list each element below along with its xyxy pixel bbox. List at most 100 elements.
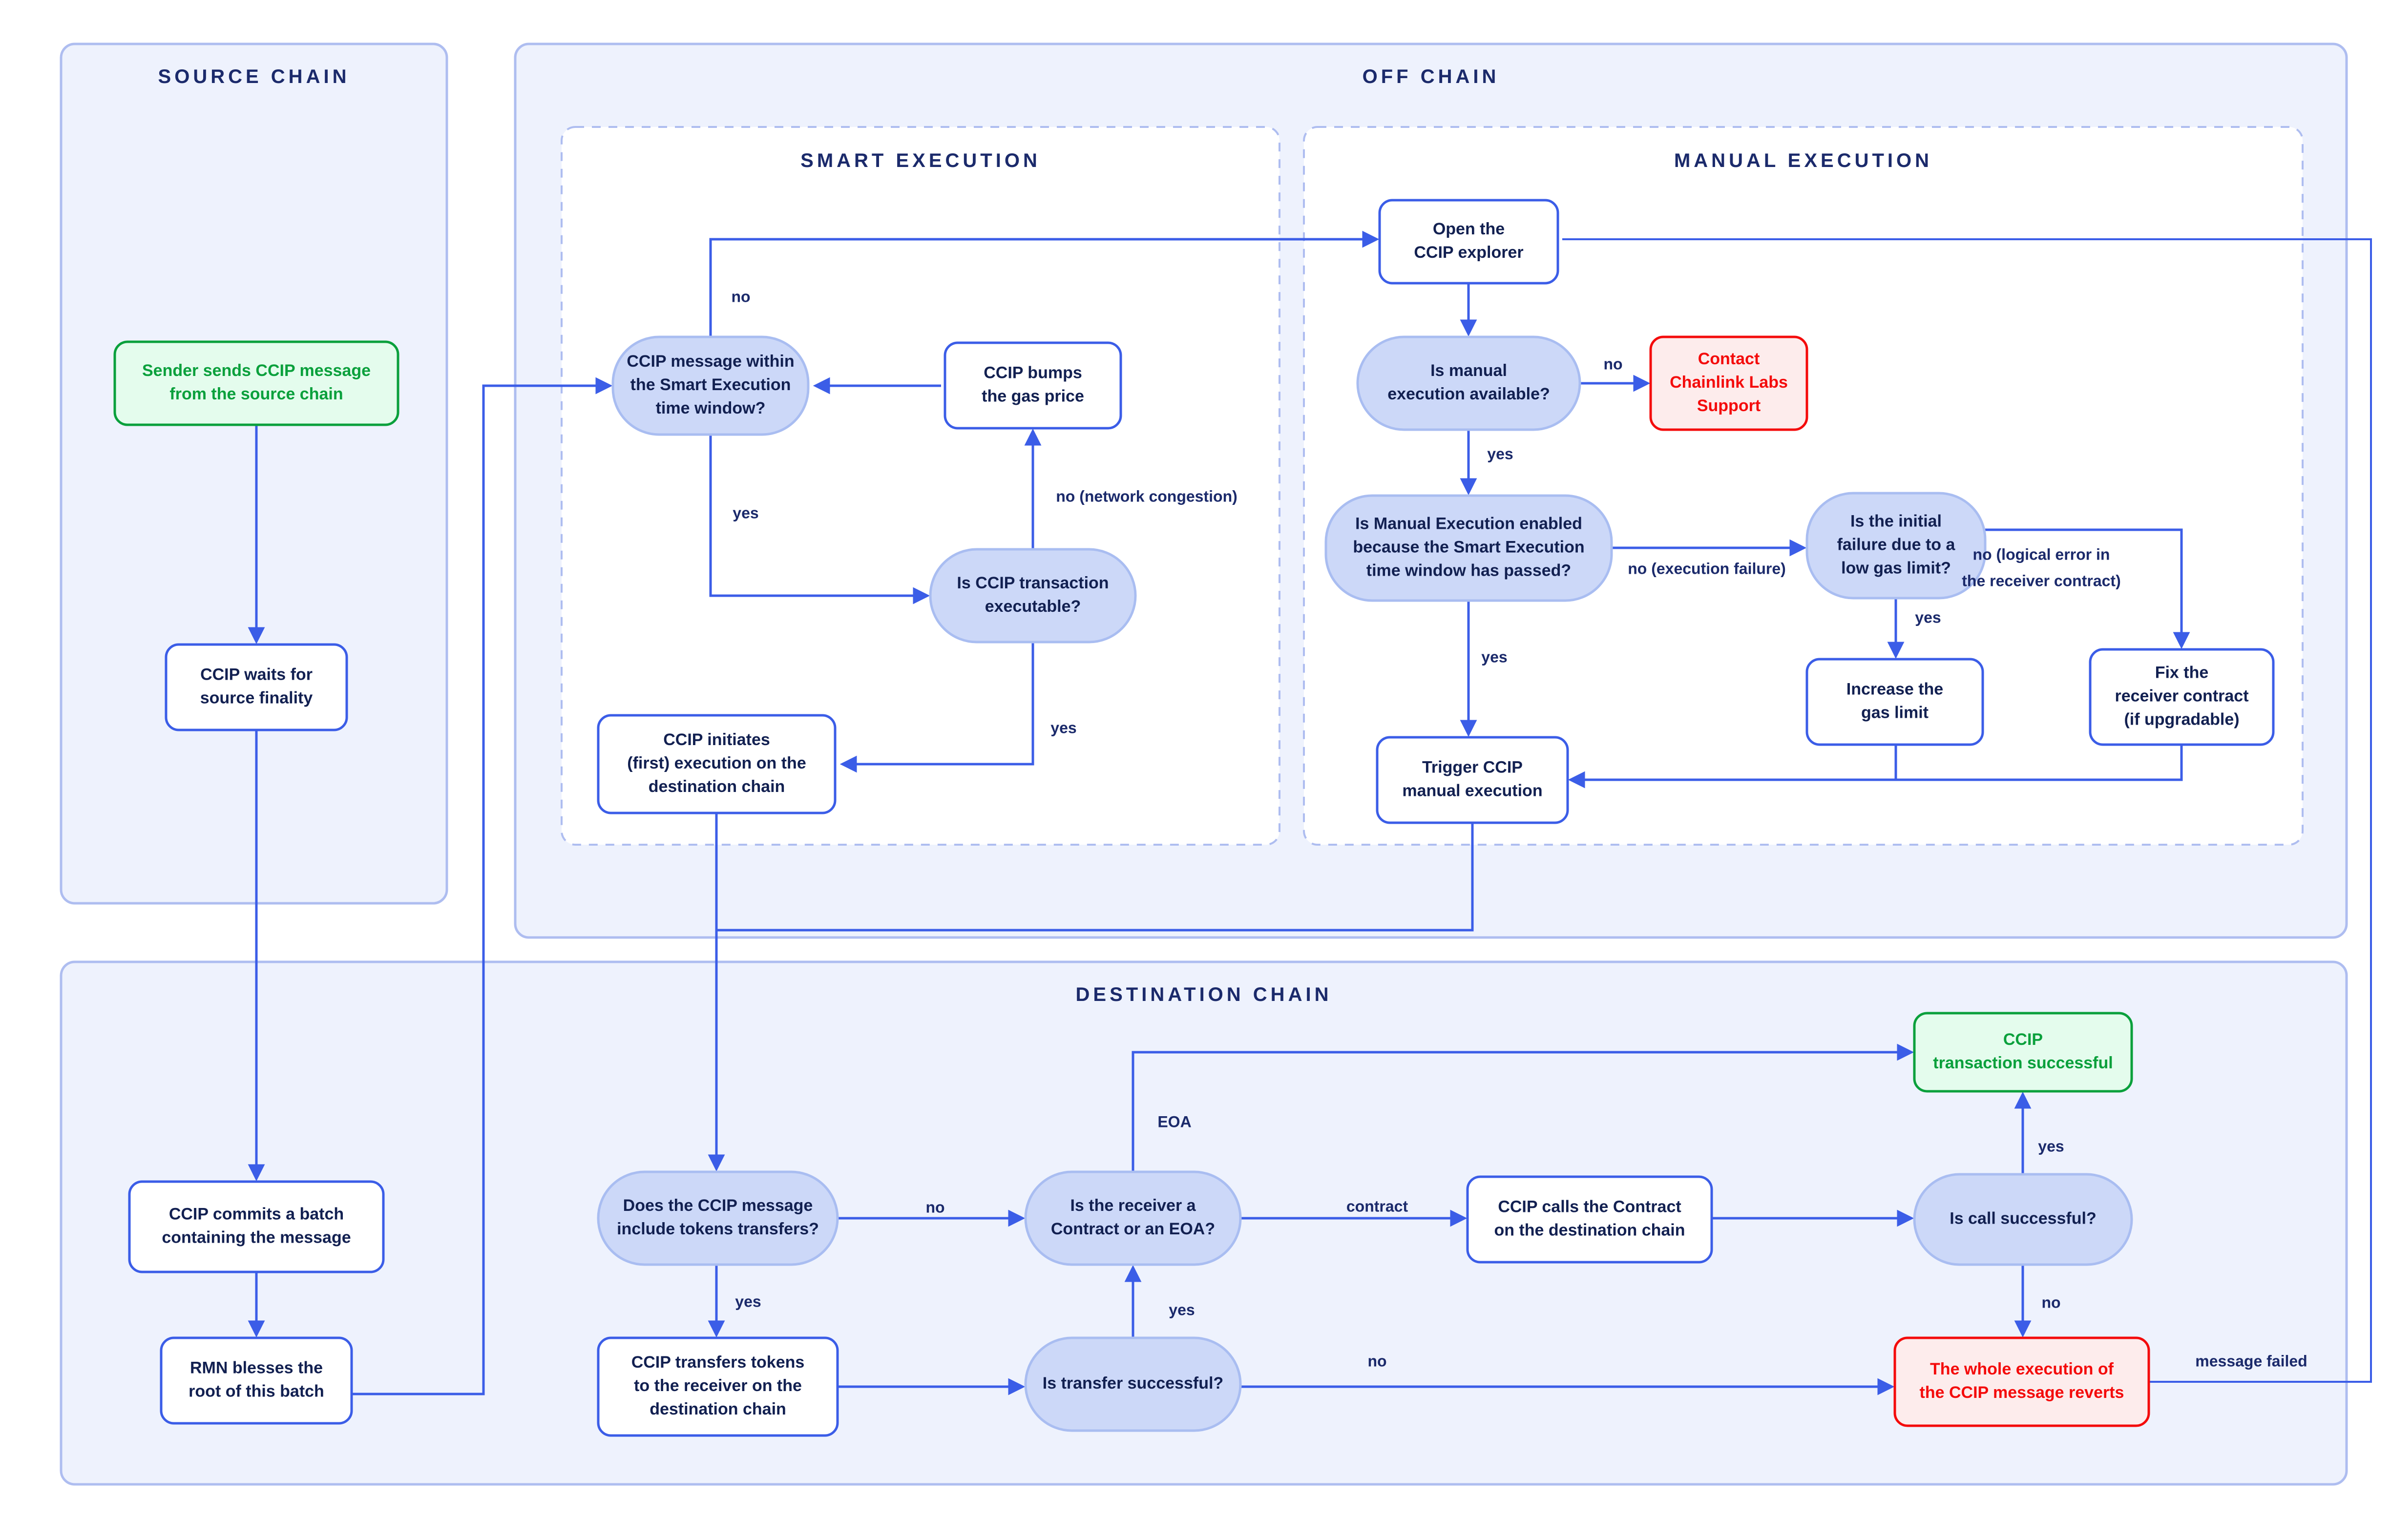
node-label-transfers-tokens: destination chain: [650, 1400, 786, 1418]
edge-label-lbl-yes-trigger: yes: [1481, 648, 1507, 666]
node-label-reverts: the CCIP message reverts: [1920, 1383, 2124, 1402]
node-transfer-success[interactable]: Is transfer successful?: [1024, 1336, 1242, 1432]
edge-label-lbl-no-tokens: no: [925, 1198, 944, 1216]
node-label-bumps-gas: CCIP bumps: [984, 363, 1082, 382]
node-label-initial-failure: Is the initial: [1850, 512, 1942, 530]
node-shape-rmn-blesses: [160, 1336, 353, 1425]
group-box-manual-execution: [1303, 126, 2304, 846]
node-bumps-gas[interactable]: CCIP bumps the gas price: [944, 341, 1122, 430]
node-label-sender-sends: from the source chain: [169, 385, 343, 403]
node-shape-transfers-tokens: [597, 1336, 839, 1437]
node-shape-tx-successful: [1913, 1012, 2133, 1093]
node-label-trigger-manual: Trigger CCIP: [1422, 758, 1523, 776]
edge-window-no-to-explorer: [709, 230, 1380, 337]
edge-rmn-to-window: [352, 377, 613, 1395]
edge-label-lbl-no-manual: no: [1603, 355, 1622, 373]
node-trigger-manual[interactable]: Trigger CCIP manual execution: [1376, 736, 1569, 824]
node-label-manual-enabled: Is Manual Execution enabled: [1355, 514, 1582, 533]
node-label-increase-gas: gas limit: [1861, 703, 1929, 722]
node-label-sender-sends: Sender sends CCIP message: [142, 361, 371, 380]
node-waits-finality[interactable]: CCIP waits for source finality: [165, 643, 348, 731]
node-label-includes-tokens: include tokens transfers?: [617, 1220, 819, 1238]
edge-label-lbl-yes-executable: yes: [1050, 719, 1076, 736]
node-includes-tokens[interactable]: Does the CCIP message include tokens tran…: [597, 1170, 839, 1266]
node-label-receiver-type: Is the receiver a: [1070, 1196, 1196, 1215]
edge-label-lbl-no-transfer: no: [1367, 1352, 1386, 1370]
node-receiver-type[interactable]: Is the receiver a Contract or an EOA?: [1024, 1170, 1242, 1266]
node-label-receiver-type: Contract or an EOA?: [1051, 1220, 1215, 1238]
node-shape-manual-available: [1356, 335, 1581, 431]
node-shape-call-success: [1913, 1173, 2133, 1266]
node-label-initiates-exec: (first) execution on the: [627, 754, 806, 772]
edge-label-lbl-message-failed: message failed: [2195, 1352, 2307, 1370]
node-fix-receiver[interactable]: Fix the receiver contract (if upgradable): [2089, 648, 2275, 746]
node-label-manual-available: execution available?: [1387, 385, 1550, 403]
edge-label-lbl-eoa: EOA: [1157, 1113, 1191, 1130]
node-label-transfer-success: Is transfer successful?: [1043, 1374, 1223, 1393]
node-label-fix-receiver: receiver contract: [2115, 687, 2248, 705]
edge-label-lbl-yes-window: yes: [733, 504, 758, 521]
node-shape-within-window: [611, 335, 810, 436]
group-title-destination-chain: DESTINATION CHAIN: [1076, 984, 1332, 1005]
node-manual-enabled[interactable]: Is Manual Execution enabled because the S…: [1324, 494, 1613, 602]
edge-window-yes-to-executable: [709, 435, 930, 604]
edge-fix-receiver-to-trigger: [1572, 745, 2183, 781]
node-label-bumps-gas: the gas price: [982, 387, 1084, 405]
node-label-includes-tokens: Does the CCIP message: [623, 1196, 813, 1215]
node-shape-open-explorer: [1378, 199, 1559, 285]
group-title-smart-execution: SMART EXECUTION: [800, 150, 1041, 171]
node-label-waits-finality: source finality: [200, 688, 313, 707]
edge-label-lbl-yes-manual: yes: [1487, 445, 1513, 462]
node-shape-transfer-success: [1024, 1336, 1242, 1432]
node-label-fix-receiver: Fix the: [2155, 663, 2209, 682]
node-label-is-executable: Is CCIP transaction: [957, 574, 1109, 592]
node-shape-sender-sends: [113, 340, 399, 426]
node-sender-sends[interactable]: Sender sends CCIP message from the source…: [113, 340, 399, 426]
node-initiates-exec[interactable]: CCIP initiates(first) execution on thede…: [597, 714, 837, 814]
node-label-waits-finality: CCIP waits for: [200, 665, 313, 684]
node-calls-contract[interactable]: CCIP calls the Contract on the destinatio…: [1466, 1175, 1713, 1264]
node-label-calls-contract: CCIP calls the Contract: [1498, 1197, 1681, 1216]
node-label-rmn-blesses: RMN blesses the: [190, 1358, 323, 1377]
node-label-commits-batch: CCIP commits a batch: [169, 1205, 344, 1223]
node-shape-initiates-exec: [597, 714, 837, 814]
node-label-calls-contract: on the destination chain: [1494, 1221, 1685, 1239]
node-increase-gas[interactable]: Increase the gas limit: [1805, 658, 1984, 746]
node-call-success[interactable]: Is call successful?: [1913, 1173, 2133, 1266]
node-shape-manual-enabled: [1324, 494, 1613, 602]
node-shape-increase-gas: [1805, 658, 1984, 746]
edge-label-lbl-no-call: no: [2041, 1293, 2060, 1311]
node-label-increase-gas: Increase the: [1846, 680, 1943, 698]
group-title-source-chain: SOURCE CHAIN: [158, 66, 350, 87]
node-label-trigger-manual: manual execution: [1402, 781, 1542, 800]
edge-label-lbl-yes-call: yes: [2038, 1137, 2064, 1155]
group-box-source-chain: [60, 42, 448, 905]
edge-label-lbl-yes-transfer: yes: [1169, 1301, 1195, 1318]
node-label-open-explorer: CCIP explorer: [1414, 243, 1523, 262]
edge-eoa-to-success: [1132, 1043, 1914, 1172]
node-shape-commits-batch: [128, 1180, 385, 1273]
group-box-smart-execution: [561, 126, 1280, 846]
edge-label-lbl-no-exec-failure: no (execution failure): [1628, 560, 1786, 577]
node-shape-receiver-type: [1024, 1170, 1242, 1266]
node-label-manual-enabled: because the Smart Execution: [1353, 538, 1584, 556]
group-title-manual-execution: MANUAL EXECUTION: [1674, 150, 1932, 171]
edge-initial-no-to-fix-receiver: [1985, 528, 2190, 649]
node-shape-trigger-manual: [1376, 736, 1569, 824]
node-label-fix-receiver: (if upgradable): [2124, 710, 2239, 728]
